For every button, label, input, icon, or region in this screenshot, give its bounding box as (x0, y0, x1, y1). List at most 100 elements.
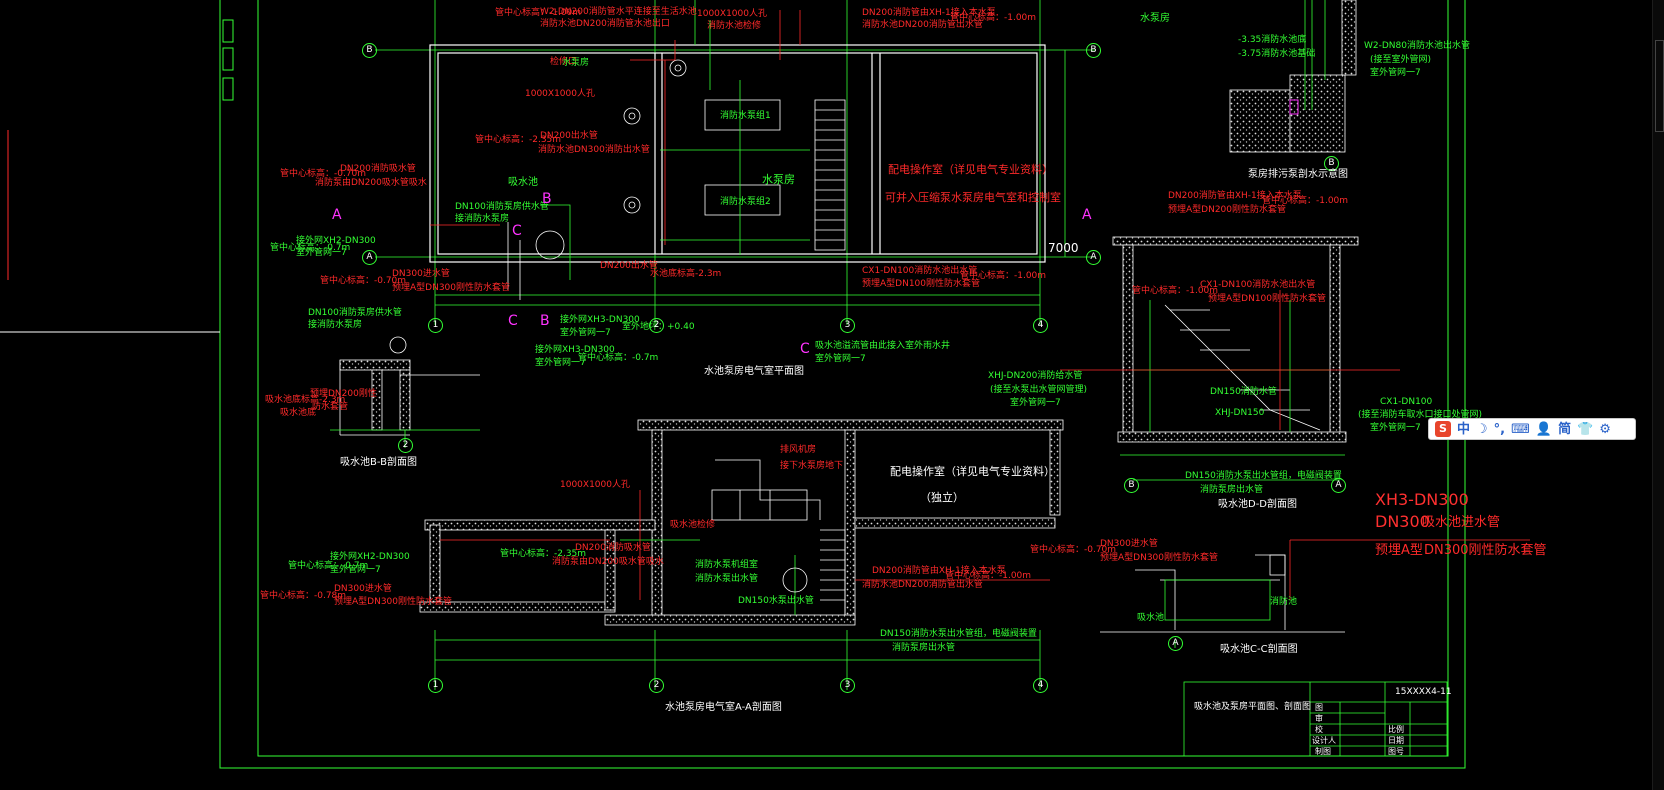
ime-chinese-mode-button[interactable]: 中 (1457, 421, 1471, 437)
label-pump-room: 水泵房 (762, 173, 795, 186)
section-mark-b-bottom: B (540, 313, 550, 329)
dd-cx: CX1-DN100消防水池出水管 (1200, 280, 1316, 290)
big-label-xh3: XH3-DN300 (1375, 490, 1469, 509)
tb-row-2: 审 (1315, 714, 1323, 723)
label-level-235: 管中心标高：-2.35m (475, 135, 562, 145)
label-manhole: 1000X1000人孔 (697, 9, 767, 19)
big-label-dn300-desc: 吸水池进水管 (1422, 515, 1501, 530)
title-bb: 吸水池B-B剖面图 (340, 457, 417, 468)
ime-logo-icon[interactable]: S (1435, 421, 1451, 437)
axis-4-plan: 4 (1033, 318, 1048, 333)
ime-toolbar[interactable]: S 中 ☽ °, ⌨ 👤 简 👕 ⚙ (1428, 418, 1636, 440)
label-xh2-b: 室外管网一7 (296, 248, 347, 258)
detail-pump-room: 水泵房 (1140, 13, 1170, 24)
axis-a-right: A (1086, 250, 1101, 265)
label-pump2: 消防水泵组2 (720, 197, 771, 207)
aa-level-078: 管中心标高：-0.78m (260, 591, 347, 601)
bb-dn100-b: 接消防水泵房 (308, 320, 363, 330)
label-cx: CX1-DN100消防水池出水管 (862, 266, 978, 276)
aa-pump: 消防水泵机组室 (695, 560, 759, 570)
aa-elec-room: 配电操作室（详见电气专业资料） (890, 465, 1055, 478)
aa-dn300-b: 预埋A型DN300刚性防水套管 (334, 597, 452, 607)
ime-settings-icon[interactable]: ⚙ (1599, 421, 1611, 437)
bb-level: 吸水池底标高-2.3m (265, 395, 346, 405)
tb-drawing-code: 15XXXX4-11 (1395, 687, 1452, 697)
label-xh3: 接外网XH3-DN300 (560, 315, 640, 325)
label-xh3-d: 室外管网一7 (535, 358, 586, 368)
dd-cx-r: CX1-DN100 (1380, 397, 1433, 407)
left-side-marks (222, 19, 234, 101)
scrollbar-thumb[interactable] (1655, 40, 1664, 132)
label-dn200-in: DN200消防管由XH-1接入本水泵 (862, 8, 996, 18)
axis-1-plan: 1 (428, 318, 443, 333)
dd-xhj-2: (接至水泵出水管网管理) (990, 385, 1088, 395)
axis-b-dd: B (1124, 478, 1139, 493)
label-w2-pipe-2: 消防水池DN200消防管水池出口 (540, 19, 670, 29)
big-label-dn300: DN300 (1375, 512, 1430, 531)
ime-punctuation-icon[interactable]: °, (1493, 421, 1506, 437)
cc-suck: 吸水池 (1137, 613, 1165, 623)
detail-w2-c: 室外管网一7 (1370, 68, 1421, 78)
title-aa: 水池泵房电气室A-A剖面图 (665, 702, 782, 713)
dim-7000: 7000 (1048, 241, 1079, 255)
label-dn200-suck: DN200消防吸水管 (340, 164, 416, 174)
ime-moon-icon[interactable]: ☽ (1476, 421, 1488, 437)
label-xh3-c: 接外网XH3-DN300 (535, 345, 615, 355)
label-dn300-b: 预埋A型DN300刚性防水套管 (392, 283, 510, 293)
title-detail: 泵房排污泵剖水示意图 (1248, 169, 1348, 180)
section-mark-a-left: A (332, 207, 342, 223)
title-block (1183, 681, 1448, 757)
label-dn100: DN100消防泵房供水管 (455, 202, 549, 212)
section-mark-c: C (512, 223, 522, 239)
ime-user-icon[interactable]: 👤 (1535, 421, 1553, 437)
label-dn200-in-2: 消防水池DN200消防管出水管 (862, 20, 983, 30)
detail-level-2: -3.75消防水池基础 (1238, 49, 1316, 59)
dd-xhj-3: 室外管网一7 (1010, 398, 1061, 408)
section-bb (330, 336, 480, 448)
label-w2-pipe: W2-DN200消防管水平连接至生活水池 (540, 7, 697, 17)
axis-4-aa: 4 (1033, 678, 1048, 693)
aa-elec-room-2: （独立） (920, 491, 964, 504)
dd-xhj-dn150: XHJ-DN150 (1215, 408, 1265, 418)
tb-col-3: 图号 (1388, 747, 1404, 756)
aa-level-07: 管中心标高：-0.7m (288, 561, 369, 571)
aa-xh2: 接外网XH2-DN300 (330, 552, 410, 562)
aa-bot: DN150消防水泵出水管组，电磁阀装置 (880, 629, 1037, 639)
label-pump-room-top: 水泵房 (562, 58, 590, 68)
bb-dn200: 预埋DN200刚性 (310, 389, 377, 399)
label-xh2: 接外网XH2-DN300 (296, 236, 376, 246)
axis-a-left: A (362, 250, 377, 265)
label-hole1000: 1000X1000人孔 (525, 89, 595, 99)
label-dn200-top: DN200出水管 (540, 131, 598, 141)
label-depth-right: 管中心标高：-1.00m (960, 271, 1047, 281)
label-dn200-suck-2: 消防泵由DN200吸水管吸水 (315, 178, 427, 188)
dd-dn200-2: 预埋A型DN200刚性防水套管 (1168, 205, 1286, 215)
label-manhole-b: 消防水池检修 (707, 21, 762, 31)
title-dd: 吸水池D-D剖面图 (1218, 499, 1298, 510)
ime-skin-icon[interactable]: 👕 (1577, 421, 1594, 437)
ime-keyboard-icon[interactable]: ⌨ (1511, 421, 1530, 437)
aa-suck-check: 吸水池检修 (670, 520, 716, 530)
label-level-23: 水池底标高-2.3m (650, 269, 722, 279)
aa-level: 管中心标高：-2.35m (500, 549, 587, 559)
label-depth-top-left: 管中心标高：-1.00m (495, 8, 582, 18)
dd-dn150-bot-2: 消防泵房出水管 (1200, 485, 1264, 495)
section-mark-a-right: A (1082, 207, 1092, 223)
label-elec-room-2: 可并入压缩泵水泵房电气室和控制室 (885, 191, 1061, 204)
aa-xh2-b: 室外管网一7 (330, 565, 381, 575)
ime-simplified-button[interactable]: 简 (1558, 421, 1572, 437)
tb-row-1: 图 (1315, 703, 1323, 712)
aa-bot-2: 消防泵房出水管 (892, 643, 956, 653)
vertical-scrollbar[interactable] (1652, 0, 1664, 790)
detail-w2-b: (接至室外管网) (1370, 55, 1432, 65)
tb-row-4: 设计人 (1312, 736, 1336, 745)
drawing-frame (0, 0, 1466, 769)
title-plan: 水池泵房电气室平面图 (704, 366, 804, 377)
aa-fan-room-2: 接下水泵房地下 (780, 461, 844, 471)
dd-cx-r-3: 室外管网一7 (1370, 423, 1421, 433)
axis-b-detail: B (1324, 156, 1339, 171)
detail-drain (1229, 0, 1357, 153)
label-xh3-b: 室外管网一7 (560, 328, 611, 338)
aa-hole: 1000X1000人孔 (560, 480, 630, 490)
